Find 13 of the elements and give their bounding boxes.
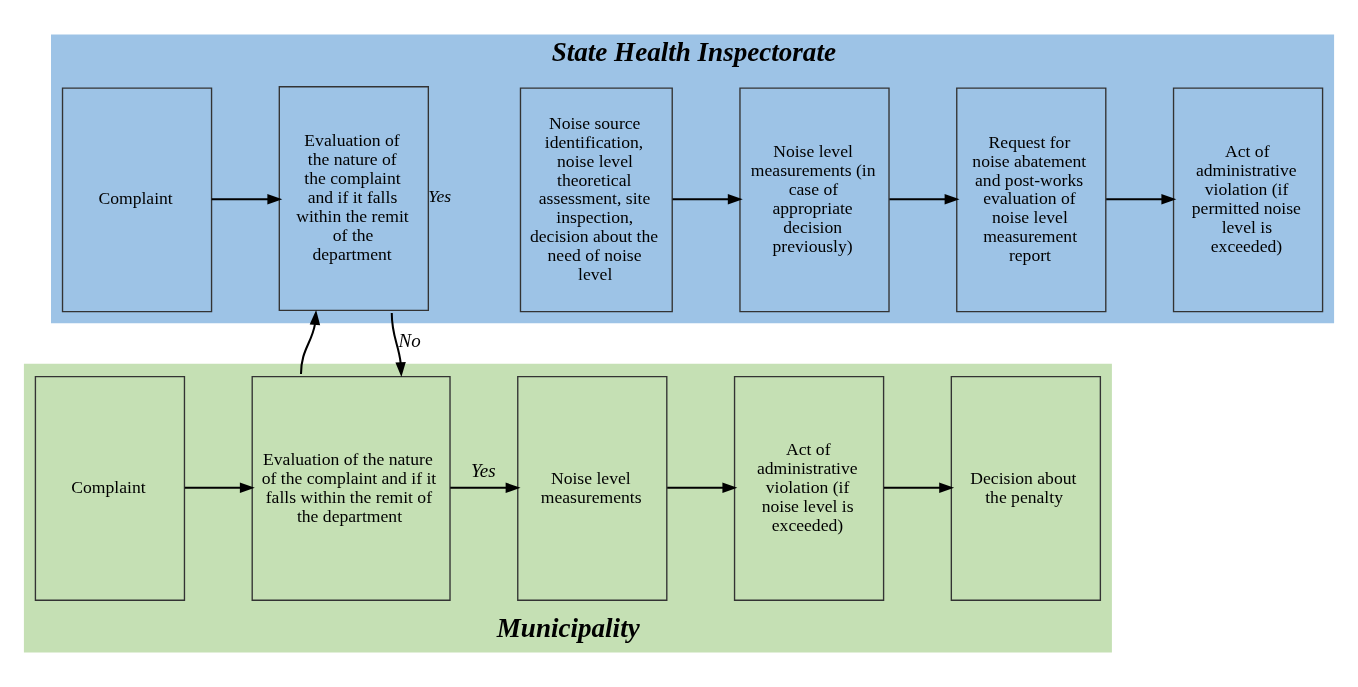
arrow <box>211 193 283 205</box>
arrow <box>667 482 738 494</box>
node-label: Yes <box>428 185 452 206</box>
arrow <box>889 193 960 205</box>
arrow <box>450 482 521 494</box>
edge-label: No <box>398 330 421 352</box>
arrow <box>1106 193 1177 205</box>
arrow <box>884 482 955 494</box>
arrow <box>299 309 321 375</box>
edge-label: Yes <box>471 460 496 482</box>
arrow <box>184 482 255 494</box>
arrow <box>390 313 406 378</box>
arrow <box>672 193 743 205</box>
